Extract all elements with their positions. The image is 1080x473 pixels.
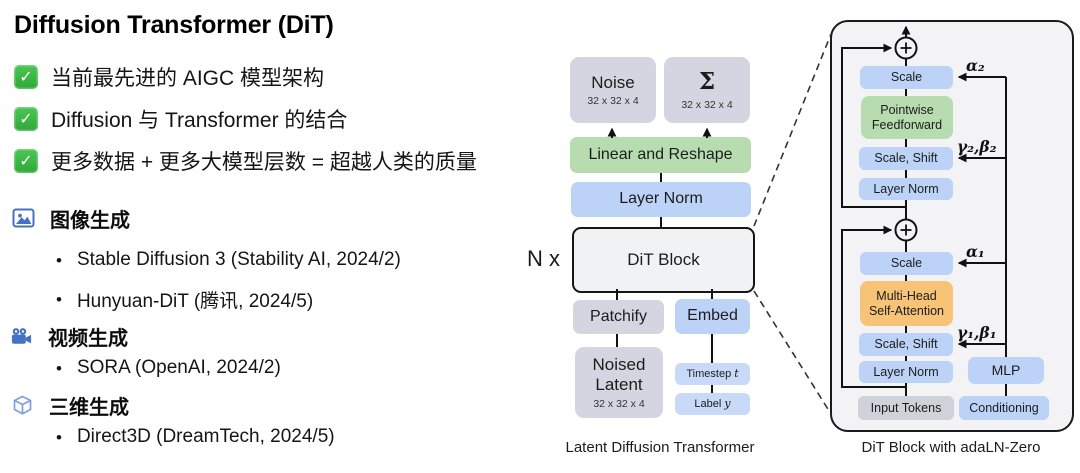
- bullet-icon: •: [56, 250, 62, 270]
- section-image-generation: 图像生成: [12, 204, 130, 233]
- noised-latent-box: Noised Latent 32 x 32 x 4: [575, 347, 663, 418]
- list-item: • Direct3D (DreamTech, 2024/5): [56, 426, 335, 448]
- conditioning-box: Conditioning: [959, 396, 1049, 420]
- list-item-text: Stable Diffusion 3 (Stability AI, 2024/2…: [76, 249, 401, 270]
- multi-head-self-attention-box: Multi-Head Self-Attention: [860, 281, 953, 326]
- list-item: • Stable Diffusion 3 (Stability AI, 2024…: [56, 249, 401, 271]
- pointwise-feedforward-box: Pointwise Feedforward: [861, 96, 953, 139]
- noise-box: Noise 32 x 32 x 4: [570, 57, 656, 123]
- section-video-generation: 视频生成: [10, 322, 128, 351]
- sigma-dims: 32 x 32 x 4: [681, 98, 733, 111]
- noise-dims: 32 x 32 x 4: [587, 95, 639, 108]
- checklist-text: 当前最先进的 AIGC 模型架构: [51, 67, 325, 90]
- noised-latent-dims: 32 x 32 x 4: [593, 397, 645, 410]
- video-camera-icon: [10, 325, 33, 348]
- scale-box-ffn: Scale: [860, 66, 953, 89]
- checklist-item: ✓ 当前最先进的 AIGC 模型架构: [14, 62, 324, 92]
- alpha2-label: α₂: [966, 56, 985, 75]
- section-title: 图像生成: [50, 210, 130, 232]
- patchify-box: Patchify: [573, 300, 664, 334]
- embed-box: Embed: [675, 299, 750, 334]
- sigma-label: Σ: [698, 68, 716, 96]
- linear-reshape-box: Linear and Reshape: [570, 137, 751, 173]
- list-item: • Hunyuan-DiT (腾讯, 2024/5): [56, 286, 313, 313]
- cube-icon: [11, 394, 34, 417]
- section-title: 视频生成: [48, 328, 128, 350]
- section-3d-generation: 三维生成: [11, 391, 129, 420]
- bullet-icon: •: [56, 427, 62, 447]
- checklist-item: ✓ Diffusion 与 Transformer 的结合: [14, 104, 347, 134]
- scale-shift-box-attn: Scale, Shift: [859, 333, 953, 356]
- list-item-text: Direct3D (DreamTech, 2024/5): [76, 426, 335, 447]
- checklist-item: ✓ 更多数据 + 更多大模型层数 = 超越人类的质量: [14, 146, 477, 176]
- bullet-icon: •: [56, 290, 62, 309]
- section-title: 三维生成: [49, 397, 129, 419]
- bullet-icon: •: [56, 358, 62, 378]
- checklist-text: Diffusion 与 Transformer 的结合: [51, 109, 348, 132]
- alpha1-label: α₁: [966, 242, 985, 261]
- check-icon: ✓: [14, 107, 38, 131]
- noise-label: Noise: [591, 72, 635, 92]
- layer-norm-box-attn: Layer Norm: [859, 361, 953, 383]
- gamma2-beta2-label: γ₂,β₂: [957, 137, 997, 156]
- ldt-caption: Latent Diffusion Transformer: [565, 439, 755, 456]
- scale-shift-box-ffn: Scale, Shift: [859, 147, 953, 170]
- layer-norm-box: Layer Norm: [571, 182, 751, 217]
- dit-block-box: DiT Block: [572, 227, 755, 293]
- list-item: • SORA (OpenAI, 2024/2): [56, 357, 281, 379]
- sigma-box: Σ 32 x 32 x 4: [664, 57, 750, 123]
- repeat-count-label: N x: [527, 246, 560, 271]
- mlp-box: MLP: [968, 357, 1044, 384]
- scale-box-attn: Scale: [860, 252, 953, 275]
- page-title: Diffusion Transformer (DiT): [14, 11, 334, 39]
- check-icon: ✓: [14, 65, 38, 89]
- list-item-text: Hunyuan-DiT (腾讯, 2024/5): [76, 291, 314, 312]
- layer-norm-box-ffn: Layer Norm: [859, 178, 953, 200]
- list-item-text: SORA (OpenAI, 2024/2): [76, 357, 281, 378]
- zoom-callout-lines: [753, 33, 832, 415]
- gamma1-beta1-label: γ₁,β₁: [957, 323, 997, 342]
- input-tokens-box: Input Tokens: [858, 396, 954, 420]
- checklist-text: 更多数据 + 更多大模型层数 = 超越人类的质量: [51, 151, 477, 174]
- image-icon: [12, 207, 35, 230]
- dit-caption: DiT Block with adaLN-Zero: [861, 439, 1041, 456]
- check-icon: ✓: [14, 149, 38, 173]
